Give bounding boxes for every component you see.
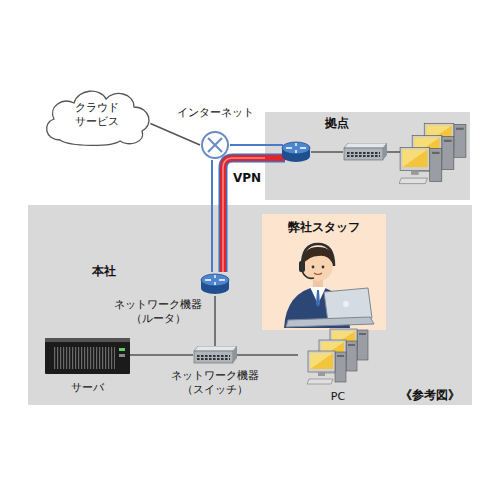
connector-line [230,144,265,146]
site-router [282,142,310,162]
node-text: インターネット [177,106,254,120]
site-pcs [399,123,466,183]
server-light [119,354,125,357]
pc-shapes [307,329,368,384]
cloud-node: クラウド サービス [40,85,155,147]
server-vents [53,347,115,369]
router-node: ネットワーク機器 （ルータ） [200,272,230,296]
tie [316,290,320,307]
connector-line [150,123,200,145]
eye [312,266,315,269]
switch-symbol [193,346,237,364]
connector-line [237,354,298,356]
eye [322,266,325,269]
headquarters-region: 本社 弊社スタッフネットワーク機器 （ルータ） サーバネットワーク機器 （スイッ… [28,205,472,405]
node-text: 拠点 [325,116,349,132]
node-text: サーバ [71,381,104,395]
internet-node: インターネット [200,130,230,160]
node-text: PC [331,390,345,404]
site-equipment [265,112,470,200]
switch-shape [194,346,237,363]
cloud-shape [47,91,149,145]
laptop-base [286,317,374,327]
internet-link [265,144,283,146]
router-symbol [200,272,230,296]
server-top [45,338,130,342]
server-node: サーバ [45,338,130,374]
earpiece [299,261,305,272]
node-text: 本社 [92,264,116,280]
laptop-logo [343,301,349,307]
connector-line [130,354,193,356]
pc-node: PC [298,328,378,386]
microphone [302,271,314,278]
edge-label: VPN [233,171,261,187]
server-light [119,348,125,351]
server-body [45,340,130,374]
node-text: 弊社スタッフ [288,220,360,236]
internet-circle [202,132,228,158]
switch-node: ネットワーク機器 （スイッチ） [193,346,237,364]
node-text: ネットワーク機器 （ルータ） [110,298,206,327]
site-panel: 拠点 [265,112,470,200]
internet-symbol [200,130,230,160]
pc-symbol [298,328,378,386]
headset-band [302,244,334,266]
figure-note: 《参考図》 [400,388,460,404]
site-switch [344,143,387,160]
server-symbol [45,338,130,374]
internet-cross [208,138,222,152]
node-text: クラウド サービス [62,101,132,130]
staff-box: 弊社スタッフ [262,214,386,330]
connector-line [214,296,216,346]
mouth [314,273,322,275]
connector-line [211,160,213,272]
router-shape [201,274,229,294]
node-text: ネットワーク機器 （スイッチ） [167,369,263,398]
